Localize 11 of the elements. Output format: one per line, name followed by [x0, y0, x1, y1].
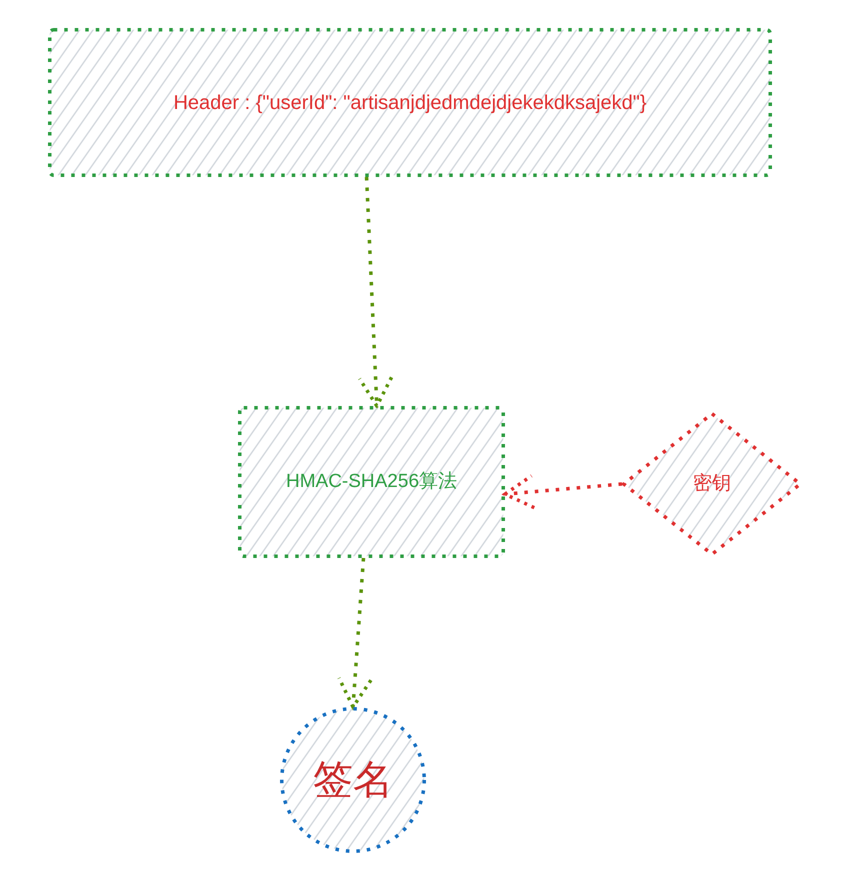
node-text: HMAC-SHA256算法 — [286, 470, 458, 494]
process-box — [238, 406, 505, 558]
diamond-node — [622, 412, 802, 556]
arrow — [337, 558, 373, 709]
circle-node — [280, 707, 426, 853]
arrow — [358, 176, 394, 408]
node-text: Header : {"userId": "artisanjdjedmdejdjekekdksajekd"} — [173, 90, 647, 114]
node-text: 密钥 — [693, 472, 731, 496]
header-box — [48, 28, 772, 177]
node-text: 签名 — [313, 757, 393, 804]
arrow — [503, 474, 622, 510]
